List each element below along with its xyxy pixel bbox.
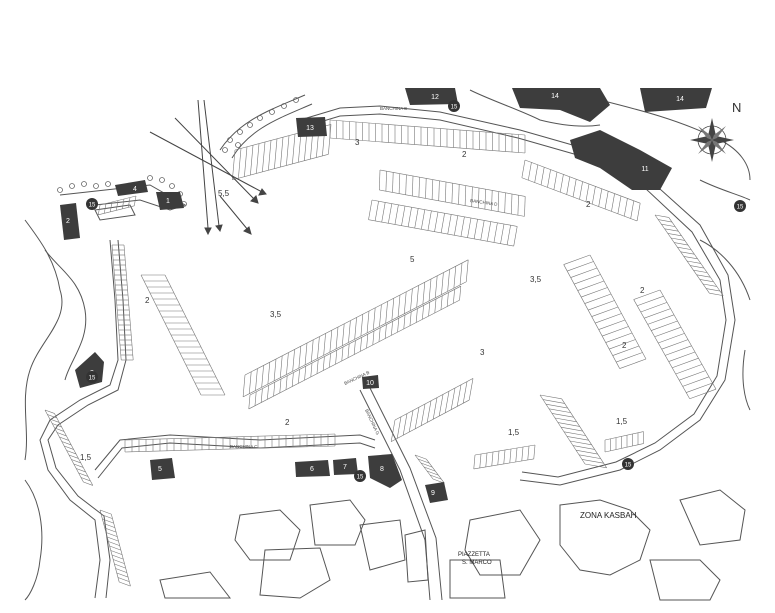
building-number: 14 <box>551 93 559 100</box>
compass-rose <box>690 118 734 162</box>
place-label-san-marco: S. MARCO <box>462 560 492 566</box>
depth-value: 2 <box>462 150 467 159</box>
building <box>295 460 330 477</box>
marker-number: 15 <box>89 203 96 209</box>
depth-value: 3 <box>355 138 360 147</box>
road-label: BANCHINA C <box>230 444 258 449</box>
compass-north-label: N <box>732 100 741 115</box>
building <box>156 192 184 210</box>
building-number: 6 <box>310 466 314 473</box>
road-label: BANCHINA G <box>364 408 380 436</box>
marker-circle <box>622 458 634 470</box>
building <box>362 375 379 389</box>
depth-value: 2 <box>640 286 645 295</box>
building-number: 9 <box>431 490 435 497</box>
road-label: BANCHINA E <box>380 106 407 111</box>
depth-value: 1,5 <box>80 453 92 462</box>
entrance-arrows <box>149 99 267 236</box>
depth-value: 2 <box>586 200 591 209</box>
building <box>405 88 458 105</box>
building <box>333 458 358 475</box>
marker-circle <box>354 470 366 482</box>
building-number: 13 <box>306 125 314 132</box>
building <box>296 117 327 137</box>
marker-circle <box>734 200 746 212</box>
pier-berths <box>44 119 724 587</box>
building-number: 8 <box>380 466 384 473</box>
building <box>115 180 148 196</box>
marker-circle <box>448 100 460 112</box>
depth-value: 5 <box>410 255 415 264</box>
depth-value: 1,5 <box>616 417 628 426</box>
marker-number: 15 <box>451 105 458 111</box>
marker-number: 15 <box>357 475 364 481</box>
building-number: 10 <box>366 380 374 387</box>
building-number: 14 <box>676 96 684 103</box>
depth-value: 3 <box>480 348 485 357</box>
breakwater-rocks <box>57 97 299 207</box>
place-label-kasbah: ZONA KASBAH <box>580 511 637 520</box>
building <box>150 458 175 480</box>
buildings: 123456789101112131414 <box>60 88 712 503</box>
marker-number: 15 <box>737 205 744 211</box>
depth-value: 1,5 <box>508 428 520 437</box>
building <box>425 482 448 503</box>
place-label-piazzetta: PIAZZETTA <box>458 552 490 558</box>
building <box>368 454 402 488</box>
building-number: 5 <box>158 466 162 473</box>
building-number: 7 <box>343 464 347 471</box>
marker-number: 15 <box>625 463 632 469</box>
building-number: 4 <box>133 186 137 193</box>
building-number: 11 <box>641 166 648 173</box>
building <box>60 203 80 240</box>
building <box>512 88 610 122</box>
building-number: 12 <box>431 94 439 101</box>
building <box>570 130 672 190</box>
depth-value: 2 <box>285 418 290 427</box>
depth-value: 2 <box>622 341 627 350</box>
marker-circle <box>86 198 98 210</box>
depth-soundings: 3 2 5,5 5 3,5 2 3,5 2 2 3 2 1,5 1,5 2 1,5 <box>80 138 645 462</box>
building-number: 2 <box>66 218 70 225</box>
road-label: BANCHINA D <box>470 198 499 207</box>
building <box>640 88 712 112</box>
depth-value: 2 <box>145 296 150 305</box>
marker-circle <box>86 371 98 383</box>
depth-value: 3,5 <box>530 275 542 284</box>
depth-value: 5,5 <box>218 189 230 198</box>
marker-number: 15 <box>89 376 96 382</box>
depth-value: 3,5 <box>270 310 282 319</box>
building-number: 1 <box>166 198 170 205</box>
